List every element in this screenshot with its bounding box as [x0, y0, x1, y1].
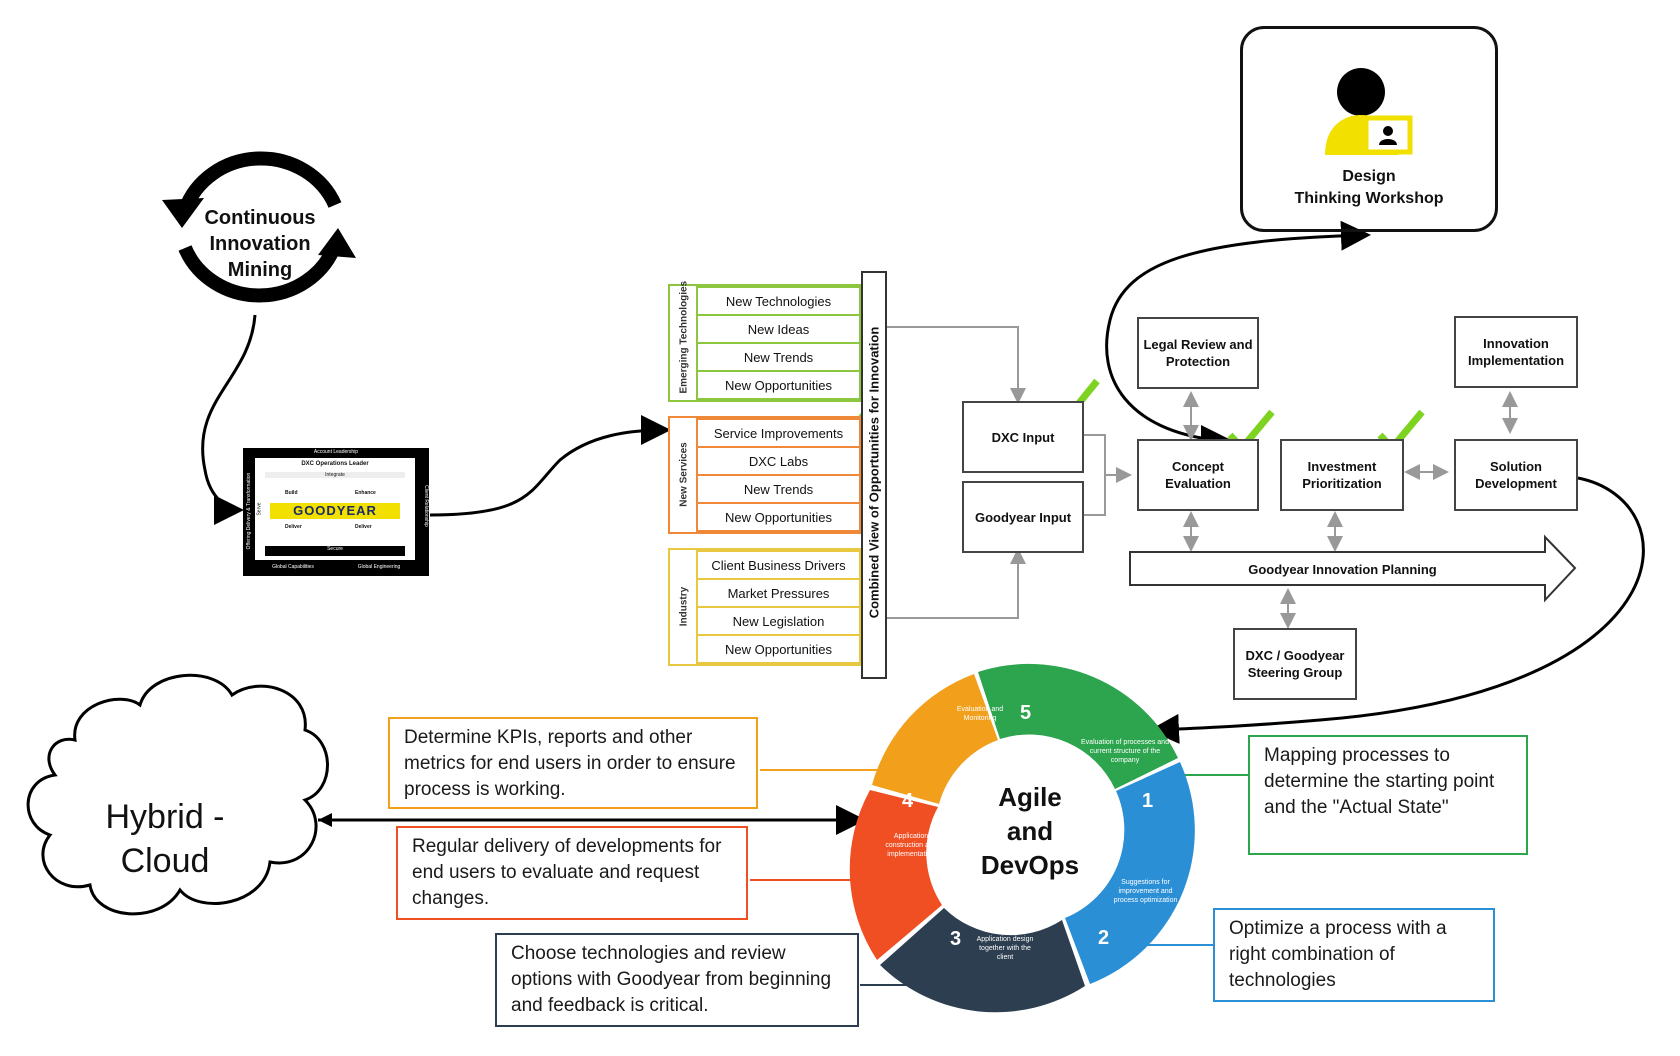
- cloud-label-line1: Hybrid -: [105, 798, 225, 836]
- mapping-note: Mapping processes to determine the start…: [1248, 735, 1528, 855]
- segment-1-text: Evaluation of processes and current stru…: [1081, 739, 1169, 764]
- cycle-label-line1: Continuous: [204, 207, 316, 229]
- agile-center-label: Agile and DevOps: [955, 780, 1105, 882]
- cycle-label: Continuous Innovation Mining: [190, 205, 330, 283]
- technologies-note: Choose technologies and review options w…: [495, 933, 859, 1027]
- logo-bottom-left: Global Capabilities: [272, 564, 314, 570]
- cycle-arrows: [162, 151, 356, 303]
- emerging-item-1: New Technologies: [696, 286, 861, 316]
- kpis-note: Determine KPIs, reports and other metric…: [388, 717, 758, 809]
- services-item-1: Service Improvements: [696, 418, 861, 448]
- cycle-label-line2: Innovation: [209, 233, 311, 255]
- segment-5-number: 5: [1020, 702, 1032, 724]
- segment-4-text: Application construction and implementat…: [885, 833, 937, 858]
- innovation-implementation-box: Innovation Implementation: [1454, 316, 1578, 388]
- logo-serve: Serve: [256, 502, 263, 516]
- optimize-note: Optimize a process with a right combinat…: [1213, 908, 1495, 1002]
- segment-1-number: 1: [1142, 790, 1154, 812]
- logo-top-label: Account Leadership: [313, 449, 359, 455]
- services-title: New Services: [678, 442, 690, 507]
- design-thinking-line1: Design: [1342, 168, 1396, 185]
- segment-2-text: Suggestions for improvement and process …: [1113, 879, 1178, 904]
- cloud-label: Hybrid - Cloud: [60, 795, 270, 883]
- person-icon: [1325, 68, 1413, 155]
- delivery-note: Regular delivery of developments for end…: [396, 826, 748, 920]
- logo-brand: GOODYEAR: [270, 503, 400, 519]
- concept-evaluation-box: Concept Evaluation: [1137, 439, 1259, 511]
- services-item-4: New Opportunities: [696, 502, 861, 532]
- logo-card: Account Leadership Offering Delivery & T…: [243, 448, 429, 576]
- goodyear-input-box: Goodyear Input: [962, 481, 1084, 553]
- logo-header: DXC Operations Leader: [301, 461, 369, 467]
- segment-5-text: Evaluation and Monitoring: [956, 706, 1004, 722]
- logo-sub-header: Integrate: [265, 472, 405, 478]
- emerging-item-2: New Ideas: [696, 314, 861, 344]
- services-item-2: DXC Labs: [696, 446, 861, 476]
- logo-bottom-right: Global Engineering: [357, 564, 401, 570]
- agile-center-line2: and: [1006, 816, 1054, 846]
- logo-inner: DXC Operations Leader Integrate Serve Bu…: [255, 458, 415, 560]
- investment-prioritization-box: Investment Prioritization: [1280, 439, 1404, 511]
- logo-quad-tl: Build: [285, 490, 298, 496]
- agile-wheel: [849, 663, 1195, 1013]
- segment-2-number: 2: [1098, 927, 1110, 949]
- design-thinking-line2: Thinking Workshop: [1294, 190, 1444, 207]
- logo-quad-br: Deliver: [355, 524, 372, 530]
- planning-arrow: [1129, 534, 1577, 603]
- emerging-item-3: New Trends: [696, 342, 861, 372]
- industry-item-2: Market Pressures: [696, 578, 861, 608]
- industry-item-3: New Legislation: [696, 606, 861, 636]
- logo-bottom-band: Secure: [265, 546, 405, 556]
- segment-3-text: Application design together with the cli…: [976, 936, 1034, 961]
- steering-group-box: DXC / Goodyear Steering Group: [1233, 628, 1357, 700]
- dxc-input-box: DXC Input: [962, 401, 1084, 473]
- industry-item-1: Client Business Drivers: [696, 550, 861, 580]
- solution-development-box: Solution Development: [1454, 439, 1578, 511]
- agile-center-line1: Agile: [998, 782, 1062, 812]
- logo-quad-tr: Enhance: [355, 490, 376, 496]
- logo-quad-bl: Deliver: [285, 524, 302, 530]
- segment-3-number: 3: [950, 928, 962, 950]
- design-thinking-box: [1240, 26, 1498, 232]
- emerging-item-4: New Opportunities: [696, 370, 861, 400]
- emerging-title: Emerging Technologies: [678, 280, 690, 394]
- services-item-3: New Trends: [696, 474, 861, 504]
- industry-item-4: New Opportunities: [696, 634, 861, 664]
- cloud-shape: [26, 673, 329, 916]
- agile-center-line3: DevOps: [980, 850, 1080, 880]
- legal-review-box: Legal Review and Protection: [1137, 317, 1259, 389]
- logo-left-side: Offering Delivery & Transformation: [246, 472, 252, 550]
- combined-view-label: Combined View of Opportunities for Innov…: [866, 326, 882, 619]
- cycle-label-line3: Mining: [227, 259, 293, 281]
- planning-label: Goodyear Innovation Planning: [1248, 561, 1437, 577]
- design-thinking-label: Design Thinking Workshop: [1240, 166, 1498, 210]
- segment-4-number: 4: [902, 790, 914, 812]
- logo-right-side: Client Relationship: [423, 485, 429, 527]
- industry-title: Industry: [678, 586, 690, 627]
- cloud-label-line2: Cloud: [120, 842, 210, 880]
- combined-view-bar: [861, 271, 887, 679]
